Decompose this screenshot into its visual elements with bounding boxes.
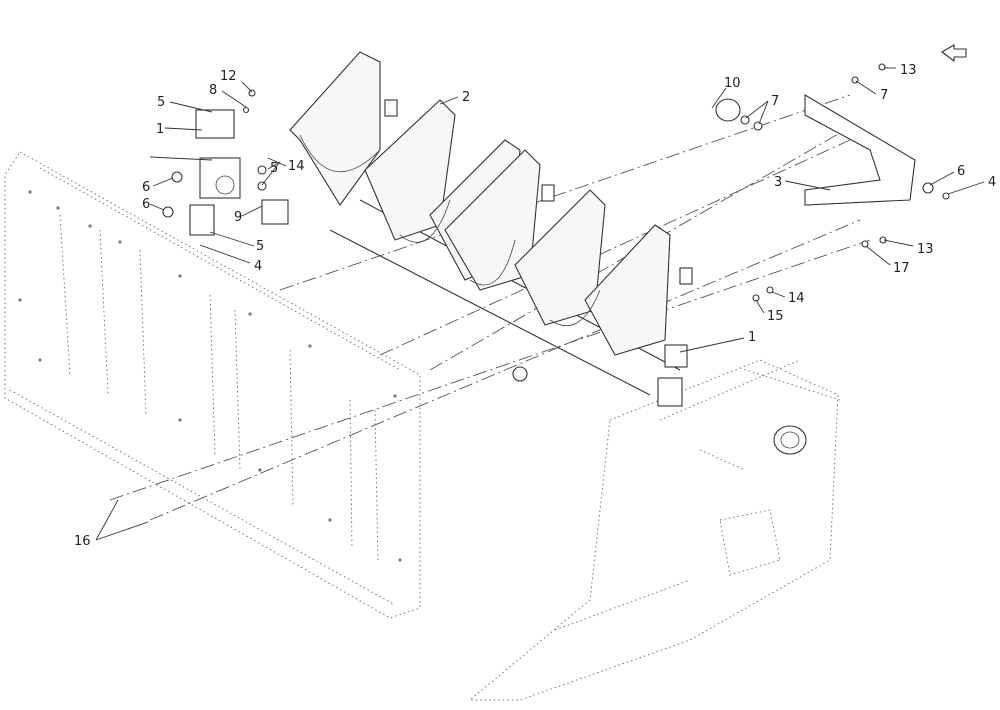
callout-15: 15 (767, 309, 784, 324)
callout-7: 7 (880, 88, 888, 103)
arrow-icon (941, 44, 967, 63)
callout-12: 12 (220, 69, 237, 84)
housing-bolt-holes (18, 190, 402, 562)
callout-8: 8 (209, 83, 217, 98)
callout-14: 14 (788, 291, 805, 306)
callout-6: 6 (142, 180, 150, 195)
callout-4: 4 (254, 259, 262, 274)
leader-lines (95, 67, 985, 541)
drive-gear (773, 425, 807, 455)
callout-5: 5 (157, 95, 165, 110)
drive-housing (468, 359, 841, 701)
callout-1: 1 (156, 122, 164, 137)
callout-17: 17 (893, 261, 910, 276)
callout-2: 2 (462, 90, 470, 105)
callout-13: 13 (917, 242, 934, 257)
callout-14: 14 (288, 159, 305, 174)
callout-1: 1 (748, 330, 756, 345)
auger (289, 51, 693, 396)
callout-16: 16 (74, 534, 91, 549)
callout-6: 6 (142, 197, 150, 212)
callout-5: 5 (270, 161, 278, 176)
callout-7: 7 (771, 94, 779, 109)
callout-6: 6 (957, 164, 965, 179)
header-housing (4, 151, 421, 619)
right-bracket-assembly (657, 63, 950, 407)
callout-13: 13 (900, 63, 917, 78)
callout-5: 5 (256, 239, 264, 254)
left-bearing-assembly (162, 89, 289, 236)
callout-10: 10 (724, 76, 741, 91)
callout-9: 9 (234, 210, 242, 225)
callout-3: 3 (774, 175, 782, 190)
centerlines (109, 94, 871, 521)
callout-labels: 12 8 5 1 6 6 9 5 4 5 14 2 10 7 13 7 3 6 … (74, 63, 996, 549)
callout-4: 4 (988, 175, 996, 190)
